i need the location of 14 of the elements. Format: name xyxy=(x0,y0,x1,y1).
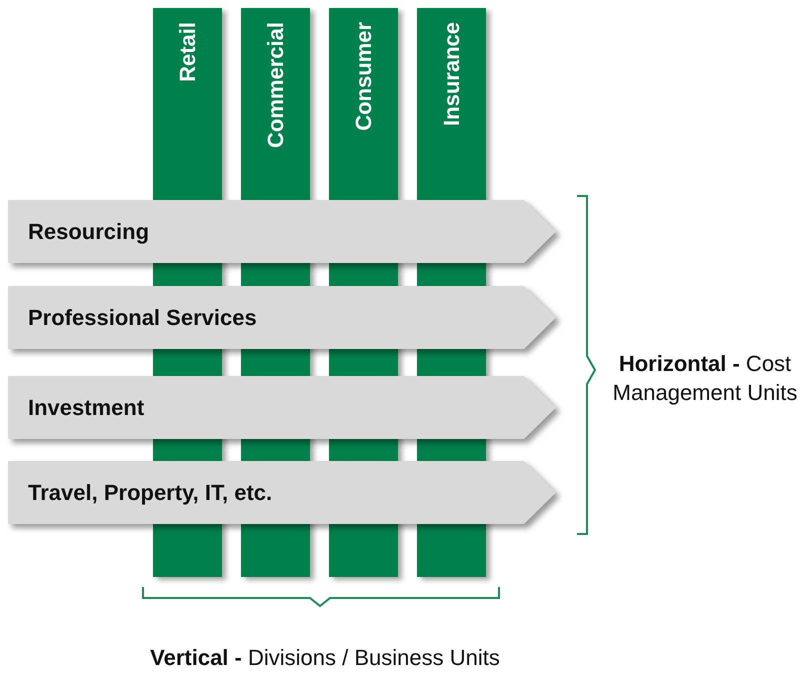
row-label: Professional Services xyxy=(28,304,257,332)
column-label: Insurance xyxy=(438,22,464,126)
chevron-arrow xyxy=(8,376,556,439)
column-label: Consumer xyxy=(350,22,376,131)
chevron-arrow xyxy=(8,286,556,349)
column-label: Commercial xyxy=(262,22,288,148)
chevron-arrow xyxy=(8,461,556,524)
axis-caption: Vertical - Divisions / Business Units xyxy=(149,644,501,672)
row-label: Resourcing xyxy=(28,218,150,246)
row-label: Investment xyxy=(28,394,144,422)
row-label: Travel, Property, IT, etc. xyxy=(28,478,272,507)
axis-caption: Horizontal - Cost Management Units xyxy=(612,350,798,407)
chevron-arrow xyxy=(8,200,556,263)
column-label: Retail xyxy=(174,22,200,82)
